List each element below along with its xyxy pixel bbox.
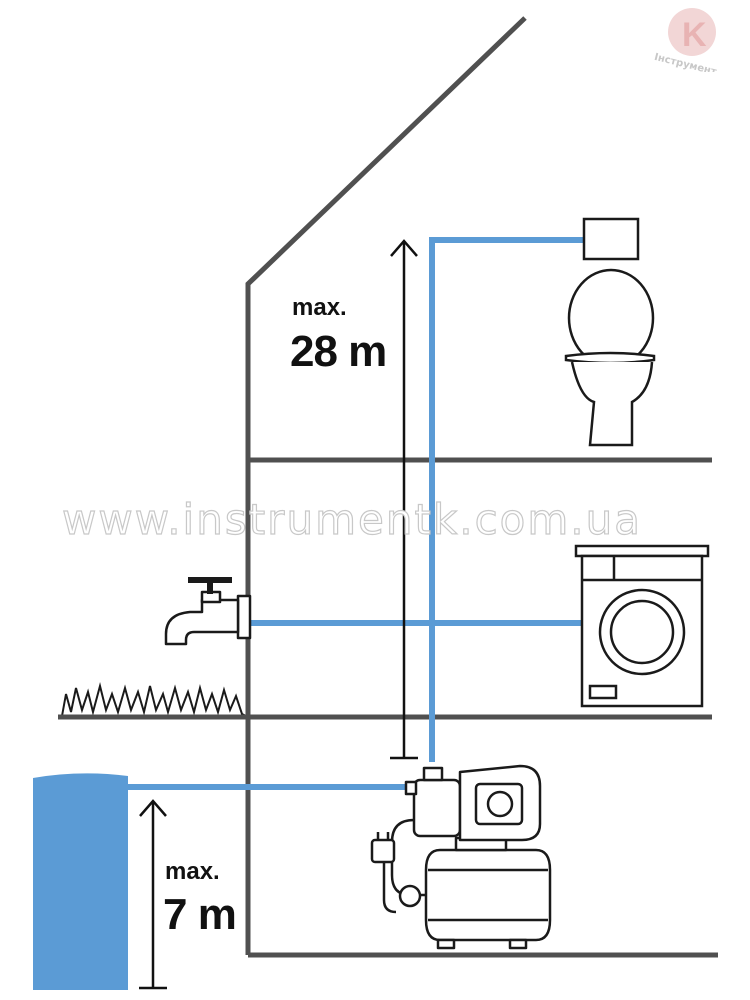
water-well-icon: [33, 773, 128, 990]
upper-max-label: max.: [292, 294, 347, 321]
height-arrow-upper: [390, 239, 418, 760]
brand-logo: K Інструмент: [653, 8, 718, 72]
water-pipes: [128, 237, 584, 790]
logo-letter: K: [682, 16, 707, 54]
upper-height-value: 28 m: [290, 327, 387, 376]
grass-icon: [58, 682, 248, 720]
pump-icon: [370, 764, 552, 950]
house-outline: [245, 16, 718, 958]
garden-tap-icon: [164, 577, 252, 646]
lower-height-value: 7 m: [163, 890, 237, 939]
watermark-text: www.instrumentk.com.ua: [61, 494, 642, 544]
height-arrow-lower: [139, 799, 167, 990]
lower-max-label: max.: [165, 858, 220, 885]
washing-machine-icon: [574, 544, 710, 708]
toilet-icon: [564, 217, 656, 447]
